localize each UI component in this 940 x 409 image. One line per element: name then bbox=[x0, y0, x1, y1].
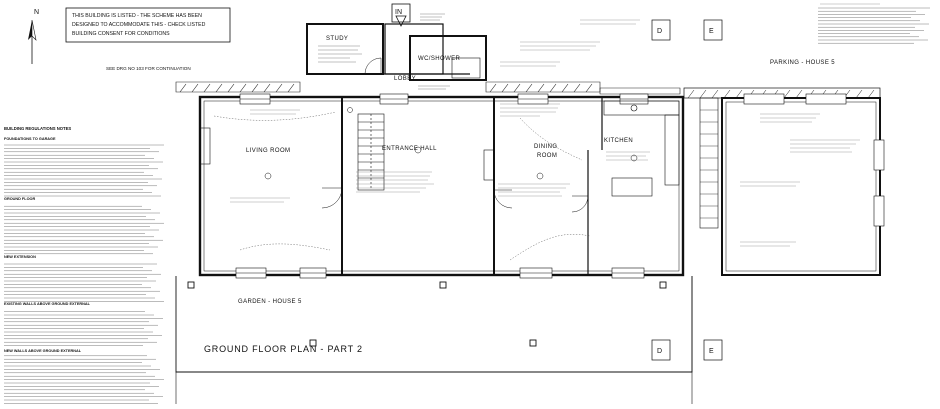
door-swings bbox=[321, 187, 589, 213]
notes-section-title: NEW EXTENSION bbox=[4, 255, 36, 259]
room-annotations bbox=[230, 19, 650, 203]
fireplace bbox=[199, 127, 495, 181]
room-label-living-room: LIVING ROOM bbox=[246, 148, 290, 154]
light-fittings bbox=[264, 107, 638, 180]
staircase bbox=[357, 113, 385, 191]
grid-mark: E bbox=[709, 348, 714, 355]
grid-mark: D bbox=[657, 348, 662, 355]
listed-building-notice: THIS BUILDING IS LISTED - THE SCHEME HAS… bbox=[65, 7, 231, 43]
north-arrow: N bbox=[28, 9, 39, 64]
notice-line: THIS BUILDING IS LISTED - THE SCHEME HAS… bbox=[72, 13, 202, 19]
notes-section-title: NEW WALLS ABOVE GROUND EXTERNAL bbox=[4, 349, 82, 353]
grid-mark: D bbox=[657, 28, 662, 35]
grid-mark: E bbox=[709, 28, 714, 35]
entrance-label: IN bbox=[395, 9, 402, 16]
study-annotation bbox=[318, 13, 450, 90]
building-regulations-notes: BUILDING REGULATIONS NOTES FOUNDATIONS T… bbox=[4, 126, 164, 404]
notes-heading: BUILDING REGULATIONS NOTES bbox=[4, 126, 71, 131]
parking-annotations bbox=[740, 3, 880, 247]
room-label-dining: ROOM bbox=[537, 153, 557, 159]
room-label-dining: DINING bbox=[534, 144, 557, 150]
room-label-lobby: LOBBY bbox=[394, 76, 416, 82]
area-label-parking: PARKING - HOUSE 5 bbox=[770, 60, 835, 66]
parking-block bbox=[683, 87, 885, 276]
entrance-marker: IN bbox=[391, 3, 411, 27]
windows bbox=[235, 93, 649, 279]
existing-wall-band bbox=[175, 81, 681, 95]
upper-block bbox=[306, 23, 487, 81]
kitchen-units bbox=[603, 100, 680, 197]
area-label-garden: GARDEN - HOUSE 5 bbox=[238, 299, 302, 305]
general-notes-lines bbox=[818, 7, 930, 44]
north-marker: N bbox=[34, 9, 39, 16]
notes-section-title: FOUNDATIONS TO GARAGE bbox=[4, 137, 56, 141]
notice-line: BUILDING CONSENT FOR CONDITIONS bbox=[72, 31, 170, 37]
continuation-note: SEE DRG NO 103 FOR CONTINUATION bbox=[106, 66, 191, 71]
notice-line: DESIGNED TO ACCOMMODATE THIS - CHECK LIS… bbox=[72, 22, 206, 28]
drawing-title: GROUND FLOOR PLAN - PART 2 bbox=[204, 344, 363, 354]
services-lines bbox=[213, 111, 591, 261]
room-label-study: STUDY bbox=[326, 36, 348, 42]
grid-reference-marks bbox=[651, 19, 723, 361]
notes-text-lines bbox=[4, 144, 164, 404]
main-walls bbox=[198, 95, 685, 277]
garden-boundary bbox=[175, 276, 693, 404]
room-label-entrance-hall: ENTRANCE HALL bbox=[382, 146, 437, 152]
notes-section-title: EXISTING WALLS ABOVE GROUND EXTERNAL bbox=[4, 302, 91, 306]
notes-section-title: GROUND FLOOR bbox=[4, 197, 35, 201]
room-label-kitchen: KITCHEN bbox=[604, 138, 633, 144]
room-label-wc-shower: WC/SHOWER bbox=[418, 56, 461, 62]
